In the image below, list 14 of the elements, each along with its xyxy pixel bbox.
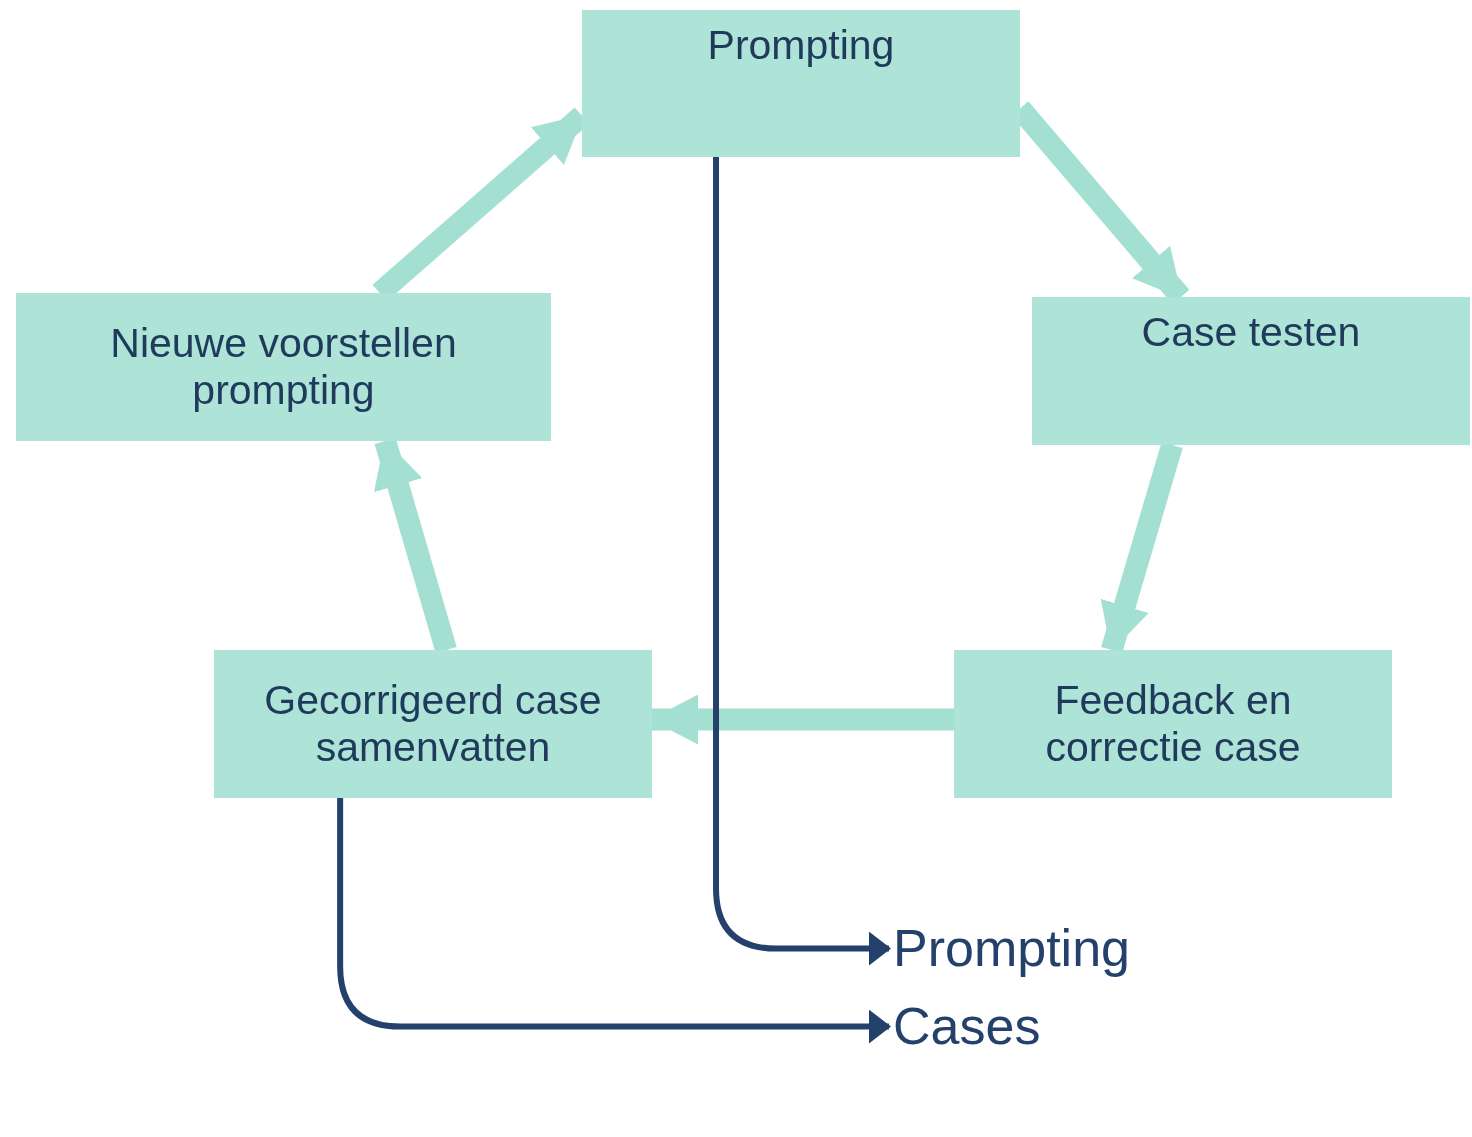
step-label: Nieuwe voorstellen prompting <box>109 320 458 414</box>
process-box <box>1032 297 1470 445</box>
process-box <box>16 293 551 441</box>
output-label: Prompting <box>893 919 1130 977</box>
process-box <box>214 650 652 798</box>
step-label: Gecorrigeerd case samenvatten <box>263 677 603 771</box>
step-label: Prompting <box>707 22 895 69</box>
arrow <box>713 157 891 966</box>
output-label: Cases <box>893 997 1041 1055</box>
step-label: Feedback en correctie case <box>1044 677 1302 771</box>
arrow <box>337 798 891 1044</box>
process-box <box>954 650 1392 798</box>
process-box <box>582 10 1020 157</box>
step-label: Case testen <box>1141 309 1361 356</box>
